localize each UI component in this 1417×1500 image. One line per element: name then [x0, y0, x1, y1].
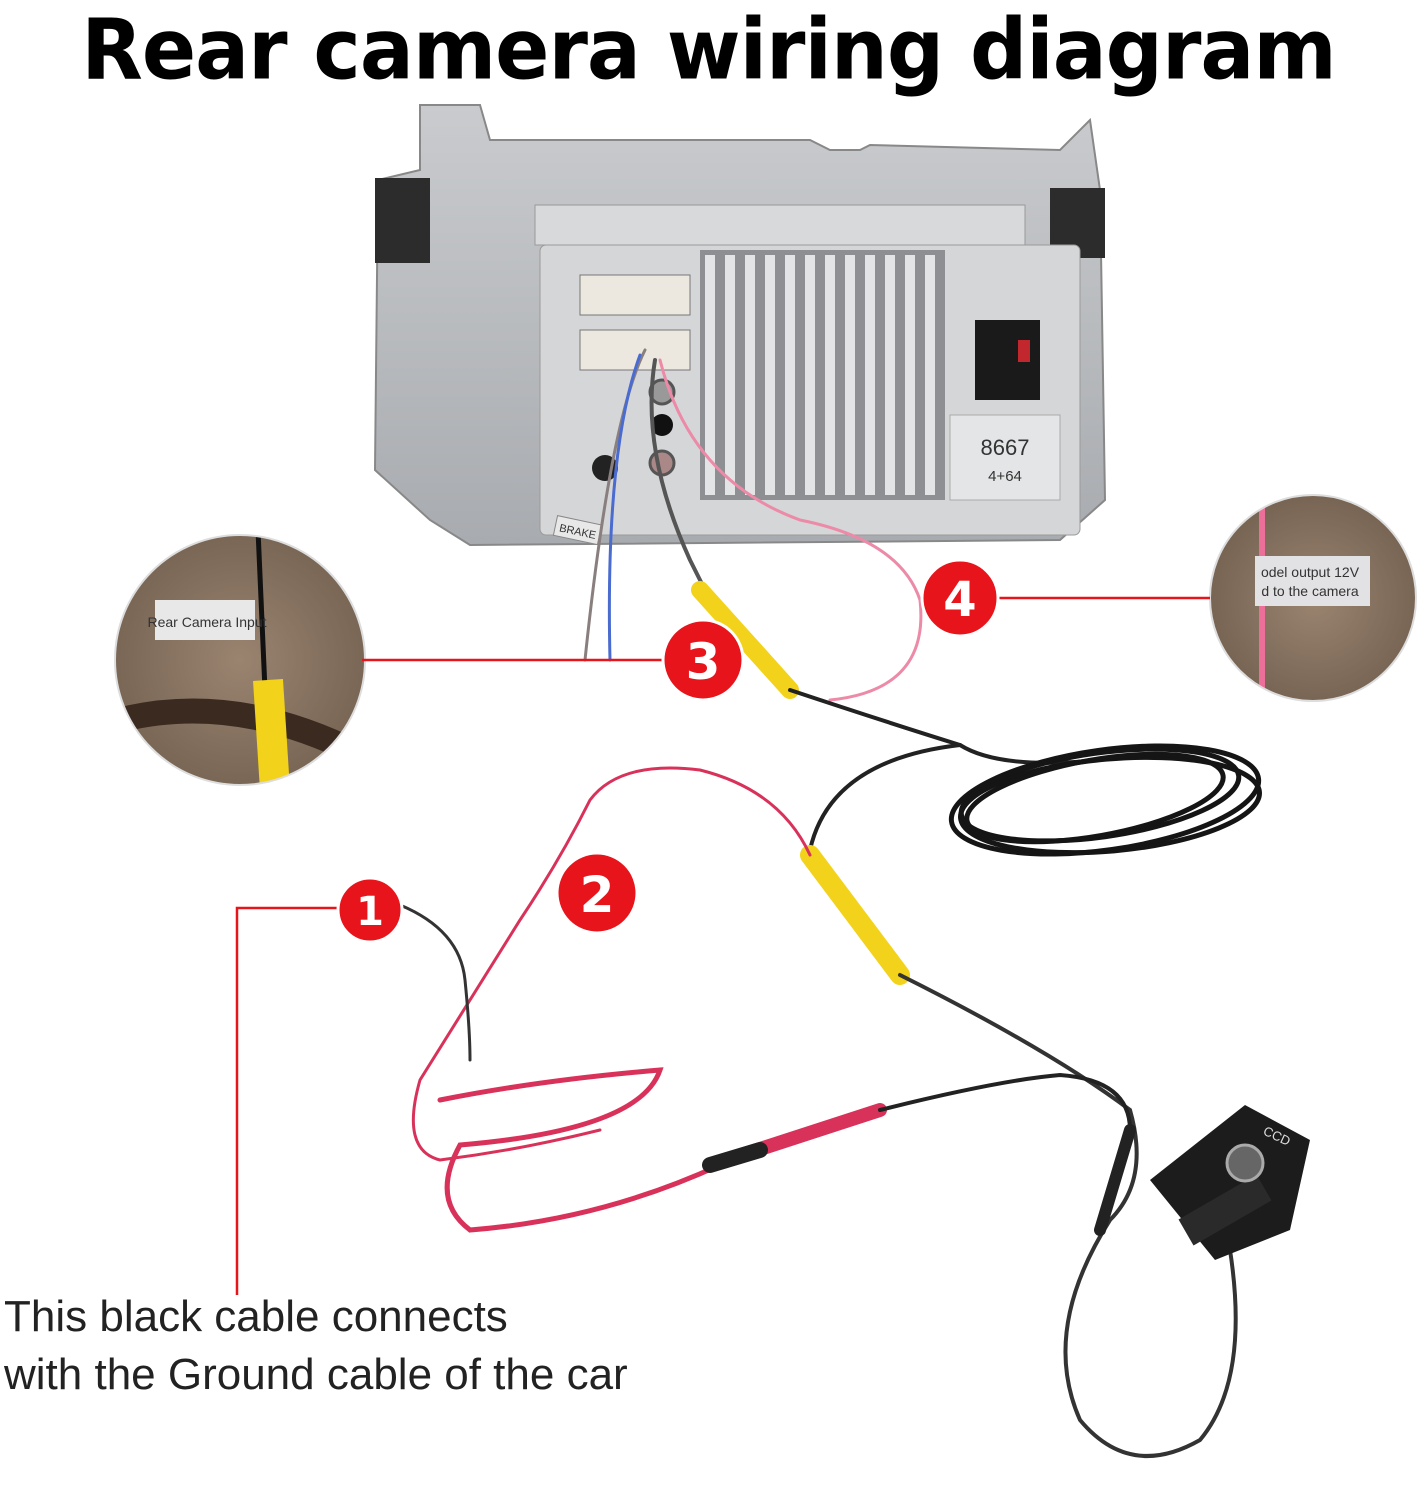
svg-text:1: 1 [356, 889, 384, 935]
head-unit: 8667 4+64 BRAKE [373, 104, 1107, 547]
port [648, 449, 676, 477]
caption-line-2: with the Ground cable of the car [4, 1350, 628, 1399]
rear-camera: CCD [1150, 1105, 1310, 1260]
port [651, 414, 673, 436]
power-connector [975, 320, 1040, 400]
camera-wires [398, 766, 1238, 1458]
callout-2: 2 [555, 851, 639, 935]
callout-4: 4 [920, 558, 1000, 638]
power-label-line1: odel output 12V [1261, 564, 1360, 580]
model-plate [949, 414, 1061, 501]
spec-label: 4+64 [988, 468, 1022, 485]
svg-text:3: 3 [686, 633, 721, 691]
callout-1: 1 [336, 876, 404, 944]
harness-connector-2 [579, 329, 691, 371]
callout-lines [235, 596, 1210, 1295]
power-label-line2: d to the camera [1261, 583, 1358, 599]
rear-camera-input-label: Rear Camera Input [147, 614, 266, 630]
callout-3: 3 [661, 618, 745, 702]
diagram-title: Rear camera wiring diagram [81, 0, 1336, 99]
svg-text:2: 2 [580, 866, 615, 924]
heatsink-fins [700, 250, 945, 500]
harness-connector-1 [579, 274, 691, 316]
zoom-inset-rear-camera-input: Rear Camera Input [114, 534, 366, 786]
model-label: 8667 [981, 435, 1030, 460]
ground-cable-caption: This black cable connects with the Groun… [4, 1288, 628, 1404]
camera-lens [1225, 1143, 1265, 1183]
svg-text:4: 4 [943, 572, 976, 628]
caption-line-1: This black cable connects [4, 1292, 508, 1341]
mount-bracket-left [375, 178, 430, 263]
coiled-extension-cable [948, 743, 1262, 857]
zoom-inset-power-output: odel output 12V d to the camera [1209, 494, 1417, 702]
